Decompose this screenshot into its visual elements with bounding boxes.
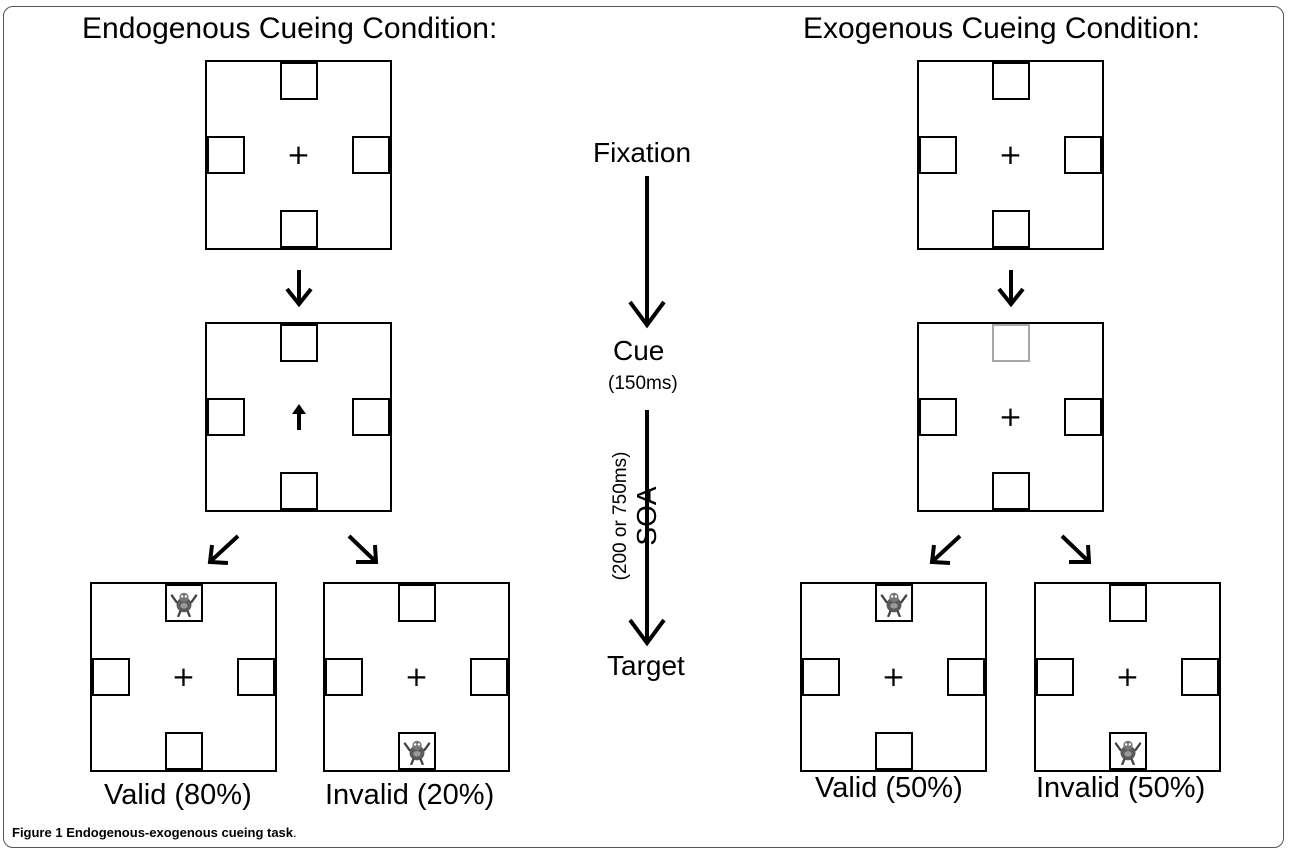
fixation-cross-icon: + — [998, 400, 1023, 433]
endogenous-valid-arrow-icon — [207, 534, 240, 565]
target-figure-icon — [170, 592, 197, 617]
timeline-cue-label: Cue — [613, 335, 665, 366]
exogenous-valid-label: Valid (50%) — [815, 772, 963, 804]
placeholder-box-bottom — [991, 472, 1030, 510]
placeholder-box-top — [991, 62, 1030, 100]
placeholder-box-bottom-with-target — [1108, 732, 1147, 770]
fixation-cross-icon: + — [881, 660, 906, 693]
placeholder-box-right — [352, 398, 390, 436]
endogenous-down-arrow-icon — [285, 270, 313, 308]
endogenous-heading: Endogenous Cueing Condition: — [82, 12, 498, 45]
endogenous-valid-label: Valid (80%) — [104, 779, 252, 811]
exogenous-down-arrow-icon — [997, 270, 1025, 308]
placeholder-box-top — [279, 324, 318, 362]
placeholder-box-top — [279, 62, 318, 100]
placeholder-box-right — [1064, 136, 1102, 174]
endogenous-valid-panel: + — [90, 582, 277, 772]
placeholder-box-bottom — [164, 732, 203, 770]
placeholder-box-bottom — [279, 210, 318, 248]
target-figure-icon — [1114, 740, 1141, 765]
placeholder-box-left — [1036, 658, 1074, 696]
fixation-cross-icon: + — [404, 660, 429, 693]
fixation-cross-icon: + — [1115, 660, 1140, 693]
fixation-cross-icon: + — [171, 660, 196, 693]
placeholder-box-top — [397, 584, 436, 622]
placeholder-box-bottom — [279, 472, 318, 510]
exogenous-cue-panel: + — [917, 322, 1104, 512]
target-figure-icon — [403, 740, 430, 765]
up-arrow-cue-icon — [291, 404, 306, 430]
placeholder-box-left — [325, 658, 363, 696]
exogenous-invalid-arrow-icon — [1060, 534, 1092, 564]
placeholder-box-right — [1064, 398, 1102, 436]
target-figure-icon — [880, 592, 907, 617]
endogenous-invalid-panel: + — [323, 582, 510, 772]
placeholder-box-right — [947, 658, 985, 696]
cued-placeholder-box-top — [991, 324, 1030, 362]
placeholder-box-left — [92, 658, 130, 696]
placeholder-box-left — [919, 398, 957, 436]
endogenous-invalid-arrow-icon — [347, 534, 379, 564]
placeholder-box-right — [470, 658, 508, 696]
endogenous-fixation-panel: + — [205, 60, 392, 250]
figure-frame — [3, 6, 1284, 848]
placeholder-box-top-with-target — [874, 584, 913, 622]
exogenous-heading: Exogenous Cueing Condition: — [803, 12, 1200, 45]
exogenous-invalid-label: Invalid (50%) — [1036, 772, 1206, 804]
placeholder-box-bottom — [874, 732, 913, 770]
placeholder-box-left — [207, 136, 245, 174]
placeholder-box-bottom-with-target — [397, 732, 436, 770]
placeholder-box-right — [1181, 658, 1219, 696]
placeholder-box-left — [207, 398, 245, 436]
timeline-arrow-down-2 — [628, 410, 666, 647]
exogenous-invalid-panel: + — [1034, 582, 1221, 772]
fixation-cross-icon: + — [286, 138, 311, 171]
figure-caption: Figure 1 Endogenous-exogenous cueing tas… — [12, 825, 297, 840]
timeline-arrow-down-1 — [628, 176, 666, 329]
endogenous-cue-panel — [205, 322, 392, 512]
timeline-cue-duration: (150ms) — [608, 373, 678, 394]
timeline-target-label: Target — [607, 650, 685, 681]
placeholder-box-top — [1108, 584, 1147, 622]
endogenous-invalid-label: Invalid (20%) — [325, 779, 495, 811]
exogenous-valid-panel: + — [800, 582, 987, 772]
figure-caption-label: Figure 1 — [12, 825, 63, 840]
placeholder-box-top-with-target — [164, 584, 203, 622]
placeholder-box-left — [919, 136, 957, 174]
placeholder-box-left — [802, 658, 840, 696]
fixation-cross-icon: + — [998, 138, 1023, 171]
timeline-fixation-label: Fixation — [593, 137, 692, 168]
placeholder-box-bottom — [991, 210, 1030, 248]
exogenous-valid-arrow-icon — [929, 534, 962, 565]
placeholder-box-right — [352, 136, 390, 174]
placeholder-box-right — [237, 658, 275, 696]
figure-caption-text: Endogenous-exogenous cueing task — [66, 825, 294, 840]
exogenous-fixation-panel: + — [917, 60, 1104, 250]
